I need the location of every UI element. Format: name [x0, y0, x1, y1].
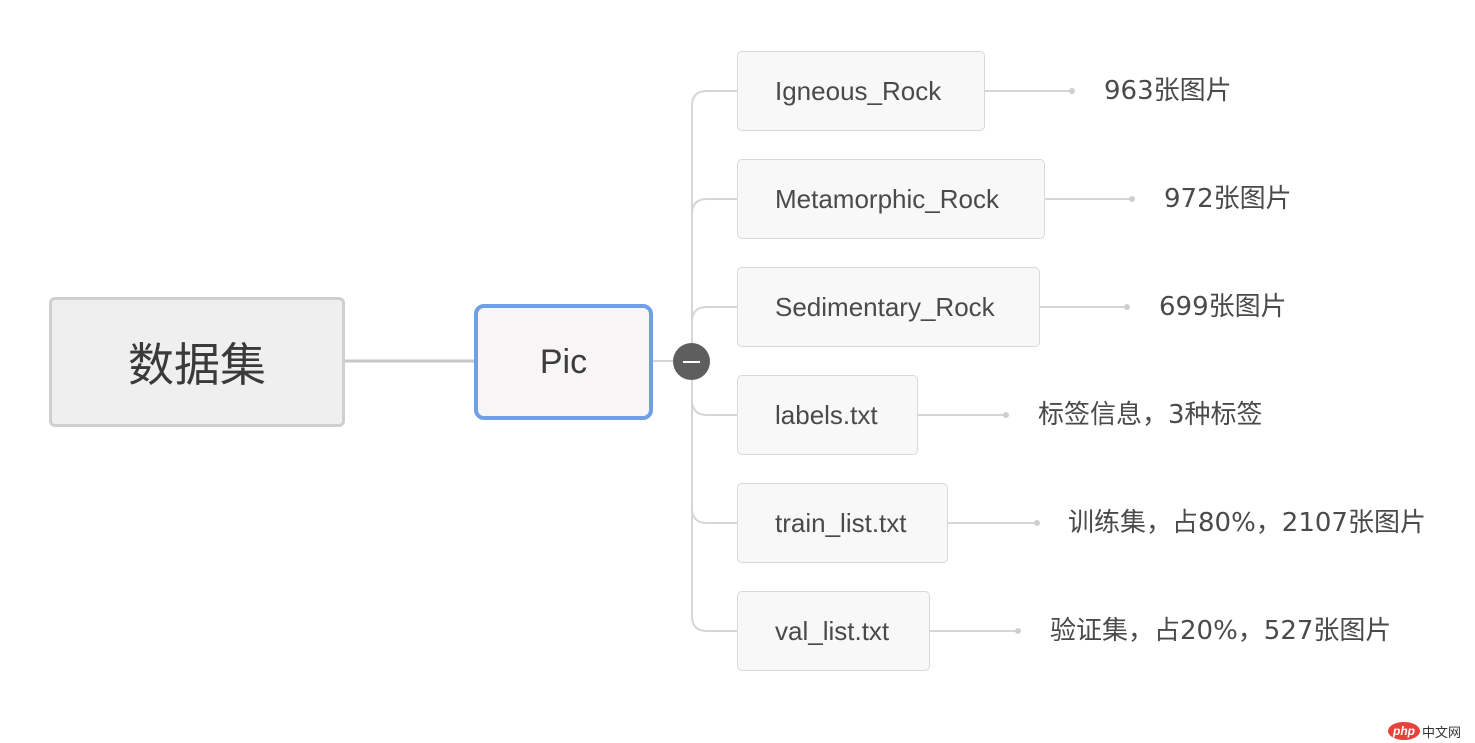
- note-dot-1: [1069, 88, 1075, 94]
- note-train-list-txt[interactable]: 训练集，占80%，2107张图片: [1068, 508, 1426, 538]
- child-node-label: val_list.txt: [775, 615, 890, 646]
- branch-trunk: [691, 90, 737, 361]
- branch-4: [691, 399, 737, 416]
- child-node-label: train_list.txt: [775, 507, 907, 538]
- note-sedimentary-rock[interactable]: 699张图片: [1159, 292, 1287, 322]
- root-node-label: 数据集: [128, 338, 266, 392]
- note-dot-5: [1034, 520, 1040, 526]
- child-node-sedimentary-rock[interactable]: Sedimentary_Rock: [737, 267, 1040, 347]
- note-metamorphic-rock[interactable]: 972张图片: [1164, 184, 1292, 214]
- child-node-metamorphic-rock[interactable]: Metamorphic_Rock: [737, 159, 1045, 239]
- watermark-logo: php: [1388, 722, 1420, 740]
- branch-2: [691, 198, 737, 215]
- note-dot-2: [1129, 196, 1135, 202]
- branch-trunk-lower: [691, 361, 737, 632]
- branch-5: [691, 507, 737, 524]
- pic-folder-label: Pic: [539, 342, 588, 381]
- watermark: php 中文网: [1388, 720, 1461, 742]
- watermark-text: 中文网: [1422, 725, 1462, 741]
- note-dot-3: [1124, 304, 1130, 310]
- child-node-label: Metamorphic_Rock: [775, 183, 999, 214]
- note-dot-4: [1003, 412, 1009, 418]
- child-node-label: Igneous_Rock: [775, 75, 942, 106]
- note-labels-txt[interactable]: 标签信息，3种标签: [1038, 400, 1263, 430]
- note-val-list-txt[interactable]: 验证集，占20%，527张图片: [1050, 616, 1392, 646]
- collapse-toggle-button[interactable]: [673, 343, 710, 380]
- note-dot-6: [1015, 628, 1021, 634]
- child-node-label: Sedimentary_Rock: [775, 291, 995, 322]
- child-node-labels-txt[interactable]: labels.txt: [737, 375, 918, 455]
- pic-folder-node[interactable]: Pic: [474, 304, 653, 420]
- branch-3: [691, 306, 737, 323]
- child-node-igneous-rock[interactable]: Igneous_Rock: [737, 51, 985, 131]
- child-node-label: labels.txt: [775, 399, 878, 430]
- child-node-val-list-txt[interactable]: val_list.txt: [737, 591, 930, 671]
- minus-icon: [683, 360, 700, 363]
- child-node-train-list-txt[interactable]: train_list.txt: [737, 483, 948, 563]
- root-node[interactable]: 数据集: [49, 297, 345, 427]
- note-igneous-rock[interactable]: 963张图片: [1104, 76, 1232, 106]
